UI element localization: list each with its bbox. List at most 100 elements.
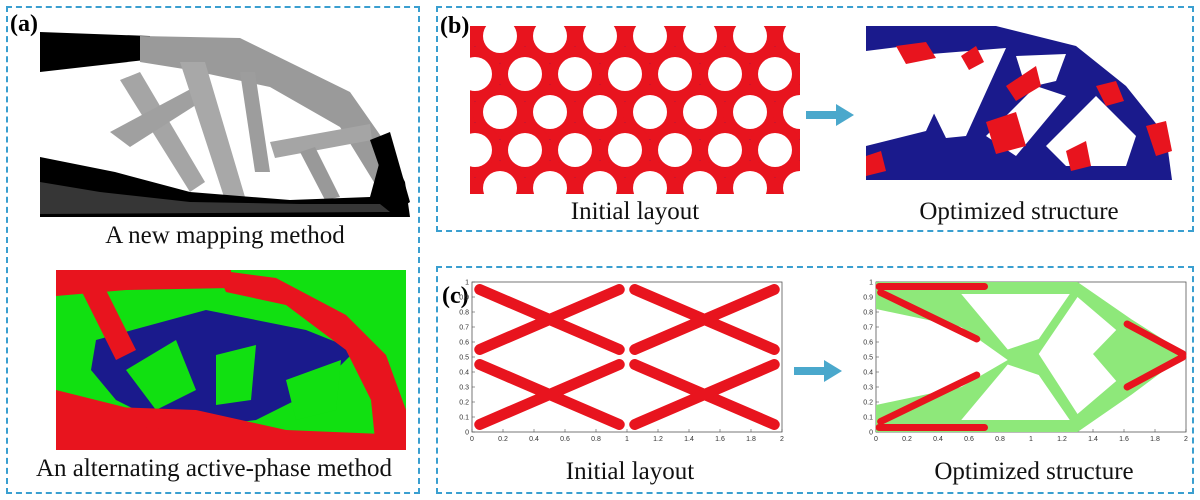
red-bar: [629, 284, 780, 355]
x-tick-label: 0.8: [995, 436, 1005, 443]
red-bar: [1123, 353, 1187, 391]
x-tick-label: 0.4: [933, 436, 943, 443]
red-bar: [474, 284, 625, 355]
right-arrow-icon: [794, 360, 842, 382]
ring-hole: [733, 95, 767, 129]
x-tick-label: 0: [874, 436, 878, 443]
panel-b-caption-right: Optimized structure: [919, 198, 1119, 225]
ring-hole: [608, 133, 642, 167]
mapping-method-structure: [40, 32, 410, 217]
ring-hole: [470, 57, 492, 91]
y-tick-label: 0.6: [459, 340, 469, 347]
ring-hole: [508, 133, 542, 167]
ring-hole: [583, 171, 617, 194]
y-tick-label: 0.4: [863, 370, 873, 377]
ring-hole: [470, 133, 492, 167]
red-bar: [877, 371, 981, 425]
y-tick-label: 0.9: [459, 295, 469, 302]
x-tick-label: 1.8: [1150, 436, 1160, 443]
ring-hole: [558, 57, 592, 91]
ring-hole: [683, 171, 717, 194]
x-tick-label: 2: [1184, 436, 1188, 443]
ring-hole: [758, 57, 792, 91]
ring-hole: [483, 26, 517, 53]
red-bar: [1123, 320, 1187, 358]
x-tick-label: 1.2: [653, 436, 663, 443]
ring-hole: [608, 57, 642, 91]
y-tick-label: 0.4: [459, 370, 469, 377]
void-region: [961, 294, 1070, 350]
y-tick-label: 0.8: [459, 310, 469, 317]
y-tick-label: 0.2: [459, 400, 469, 407]
panel-c-label: (c): [442, 283, 469, 309]
x-tick-label: 2: [780, 436, 784, 443]
y-tick-label: 0.6: [863, 340, 873, 347]
ring-hole: [533, 171, 567, 194]
y-tick-label: 0.2: [863, 400, 873, 407]
ring-hole: [633, 26, 667, 53]
ring-hole: [758, 133, 792, 167]
x-tick-label: 1.6: [1119, 436, 1129, 443]
x-tick-label: 0.4: [529, 436, 539, 443]
y-tick-label: 0.8: [863, 310, 873, 317]
x-tick-label: 1.4: [684, 436, 694, 443]
y-tick-label: 0.3: [459, 385, 469, 392]
ring-outer: [798, 63, 800, 85]
x-tick-label: 0: [470, 436, 474, 443]
ring-hole: [683, 95, 717, 129]
panel-b-caption-left: Initial layout: [570, 198, 700, 225]
panel-a-caption-bottom: An alternating active-phase method: [35, 455, 393, 482]
panel-c-caption-left: Initial layout: [565, 458, 695, 485]
void-region: [1038, 297, 1117, 414]
y-tick-label: 0.5: [863, 355, 873, 362]
panel-a-frame: [6, 6, 420, 494]
ring-hole: [683, 26, 717, 53]
x-tick-label: 1: [625, 436, 629, 443]
void-region: [961, 364, 1070, 420]
panel-b-frame: [436, 6, 1194, 232]
panel-b-optimized-structure: [866, 26, 1172, 180]
y-tick-label: 0.1: [863, 415, 873, 422]
ring-outer: [798, 139, 800, 161]
x-tick-label: 1: [1029, 436, 1033, 443]
ring-hole: [483, 95, 517, 129]
x-tick-label: 0.6: [964, 436, 974, 443]
x-tick-label: 0.6: [560, 436, 570, 443]
y-tick-label: 0.5: [459, 355, 469, 362]
ring-hole: [558, 133, 592, 167]
y-tick-label: 0: [869, 430, 873, 437]
x-tick-label: 0.2: [902, 436, 912, 443]
right-arrow-icon: [806, 104, 854, 126]
ring-hole: [783, 26, 800, 53]
panel-c-frame: [436, 266, 1194, 494]
x-tick-label: 0.2: [498, 436, 508, 443]
ring-hole: [483, 171, 517, 194]
ring-hole: [733, 171, 767, 194]
panel-b-label: (b): [440, 13, 470, 39]
ring-hole: [633, 171, 667, 194]
panel-a-caption-top: A new mapping method: [105, 222, 345, 249]
y-tick-label: 0.7: [863, 325, 873, 332]
y-tick-label: 0.1: [459, 415, 469, 422]
ring-hole: [708, 133, 742, 167]
ring-hole: [708, 57, 742, 91]
y-tick-label: 0.3: [863, 385, 873, 392]
y-tick-label: 0.7: [459, 325, 469, 332]
ring-hole: [533, 95, 567, 129]
y-tick-label: 0: [465, 430, 469, 437]
green-region: [876, 282, 1186, 432]
y-tick-label: 1: [869, 280, 873, 287]
ring-hole: [583, 95, 617, 129]
ring-hole: [583, 26, 617, 53]
x-tick-label: 1.2: [1057, 436, 1067, 443]
ring-hole: [533, 26, 567, 53]
y-tick-label: 1: [465, 280, 469, 287]
panel-a-label: (a): [10, 11, 38, 37]
ring-hole: [783, 95, 800, 129]
red-bar: [474, 359, 625, 430]
panel-b-initial-layout: [470, 26, 800, 194]
ring-hole: [633, 95, 667, 129]
x-tick-label: 1.6: [715, 436, 725, 443]
